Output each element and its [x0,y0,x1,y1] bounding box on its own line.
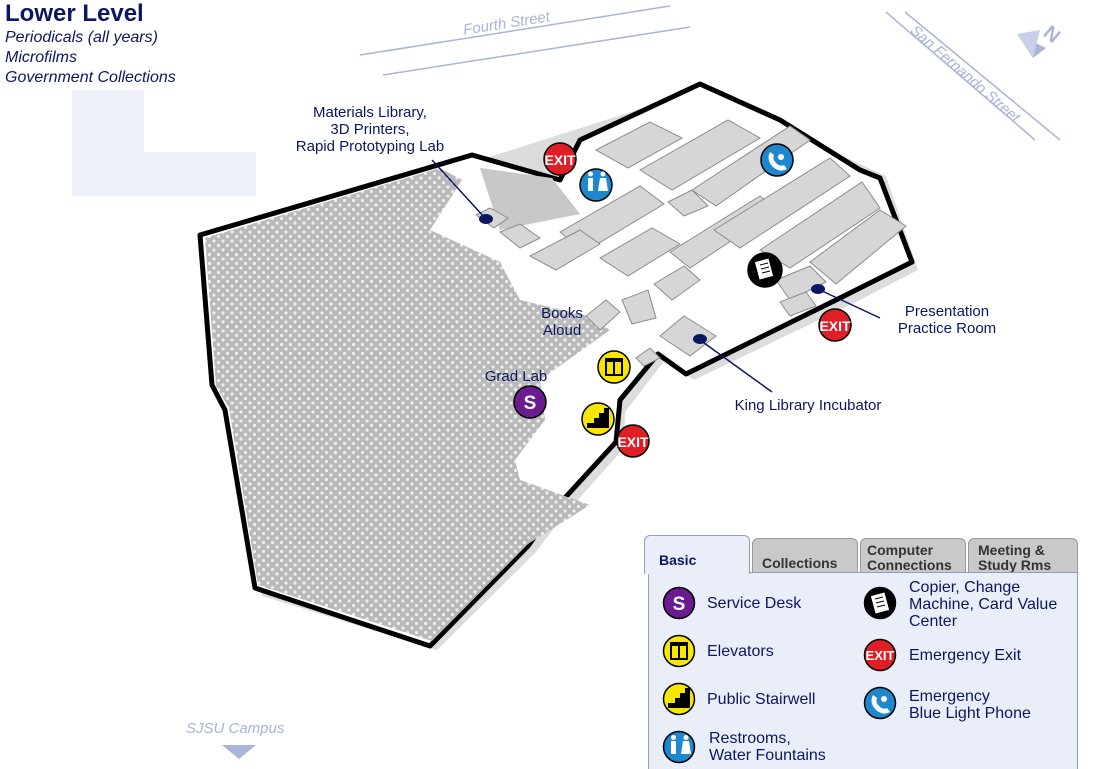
legend-phone-line-1: Emergency [909,688,990,705]
tab-computer-line-1: Computer [867,542,934,558]
shelving-blocks [475,119,907,367]
elevator-icon[interactable] [597,350,631,384]
elevator-icon [662,634,696,668]
legend-item-copier: Copier, Change Machine, Card Value Cente… [909,579,1057,630]
legend-item-blue-light-phone: Emergency Blue Light Phone [909,688,1031,722]
tab-basic-label: Basic [659,552,697,568]
exit-label: EXIT [866,648,895,663]
legend-item-public-stairwell: Public Stairwell [707,691,816,708]
tab-meeting-line-1: Meeting & [978,542,1045,558]
incubator-label: King Library Incubator [734,397,882,414]
incubator-dot [693,334,707,344]
stairwell-icon [662,682,696,716]
books-aloud-label: Books Aloud [532,305,592,339]
service-desk-letter: S [524,393,537,414]
restroom-icon[interactable] [579,168,613,202]
collections-hatched-area [205,168,610,641]
copier-icon [863,586,897,620]
page-title: Lower Level [5,0,144,27]
legend-copier-line-2: Machine, Card Value [909,596,1058,613]
presentation-room-label: Presentation Practice Room [888,303,1006,337]
tab-computer-label: Computer Connections [861,539,965,573]
level-watermark [72,90,256,196]
legend-copier-line-3: Center [909,613,958,630]
books-aloud-line-1: Books [541,305,583,322]
tab-meeting-line-2: Study Rms [978,557,1052,573]
legend-restrooms-line-2: Water Fountains [709,747,826,764]
tab-computer-connections[interactable]: Computer Connections [860,538,966,573]
subtitle-government: Government Collections [5,69,176,86]
legend-item-emergency-exit: Emergency Exit [909,647,1022,664]
restroom-icon [662,730,696,764]
subtitle-periodicals: Periodicals (all years) [5,29,158,46]
legend-item-service-desk: Service Desk [707,595,802,612]
tab-computer-line-2: Connections [867,557,952,573]
presentation-line-1: Presentation [904,303,990,320]
blue-light-phone-icon [863,686,897,720]
location-dots [479,214,825,344]
exit-icon: EXIT [863,638,897,672]
materials-line-2: 3D Printers, [330,121,410,138]
stairwell-icon[interactable] [581,402,615,436]
tab-collections[interactable]: Collections [752,538,858,573]
exit-icon[interactable]: EXIT [543,142,577,176]
grad-lab-label: Grad Lab [484,368,548,385]
svg-text:N: N [1039,22,1064,48]
books-aloud-line-2: Aloud [542,322,582,339]
exit-icon[interactable]: EXIT [616,424,650,458]
tab-basic[interactable]: Basic [644,535,750,574]
materials-line-1: Materials Library, [313,104,427,121]
legend-phone-line-2: Blue Light Phone [909,705,1031,722]
legend-item-elevators: Elevators [707,643,774,660]
exit-icon[interactable]: EXIT [818,308,852,342]
tab-collections-label: Collections [762,555,838,571]
blue-light-phone-icon[interactable] [760,143,794,177]
leader-lines [431,159,881,393]
subtitle-microfilms: Microfilms [5,49,77,66]
exit-label: EXIT [544,152,576,168]
service-desk-letter: S [673,594,686,615]
legend-item-restrooms: Restrooms, Water Fountains [709,730,826,764]
service-desk-icon: S [662,586,696,620]
campus-label: SJSU Campus [186,720,285,737]
collections-hatched-area-top [480,168,580,230]
exit-label: EXIT [617,434,649,450]
campus-arrow-icon [222,745,256,759]
presentation-line-2: Practice Room [897,320,997,337]
materials-library-dot [479,214,493,224]
legend-copier-line-1: Copier, Change [909,579,1021,596]
materials-library-label: Materials Library, 3D Printers, Rapid Pr… [282,104,458,155]
service-desk-icon[interactable]: S [513,385,547,419]
copier-icon[interactable] [747,252,783,288]
exit-label: EXIT [819,318,851,334]
street-lines [359,5,1061,141]
tab-meeting-label: Meeting & Study Rms [969,539,1077,573]
tab-meeting-study-rooms[interactable]: Meeting & Study Rms [968,538,1078,573]
materials-line-3: Rapid Prototyping Lab [295,138,445,155]
legend-restrooms-line-1: Restrooms, [709,730,791,747]
legend-panel: S Service Desk Elevators Public Stairwel… [648,572,1078,769]
north-arrow-icon: N [1017,22,1064,58]
presentation-room-dot [811,284,825,294]
